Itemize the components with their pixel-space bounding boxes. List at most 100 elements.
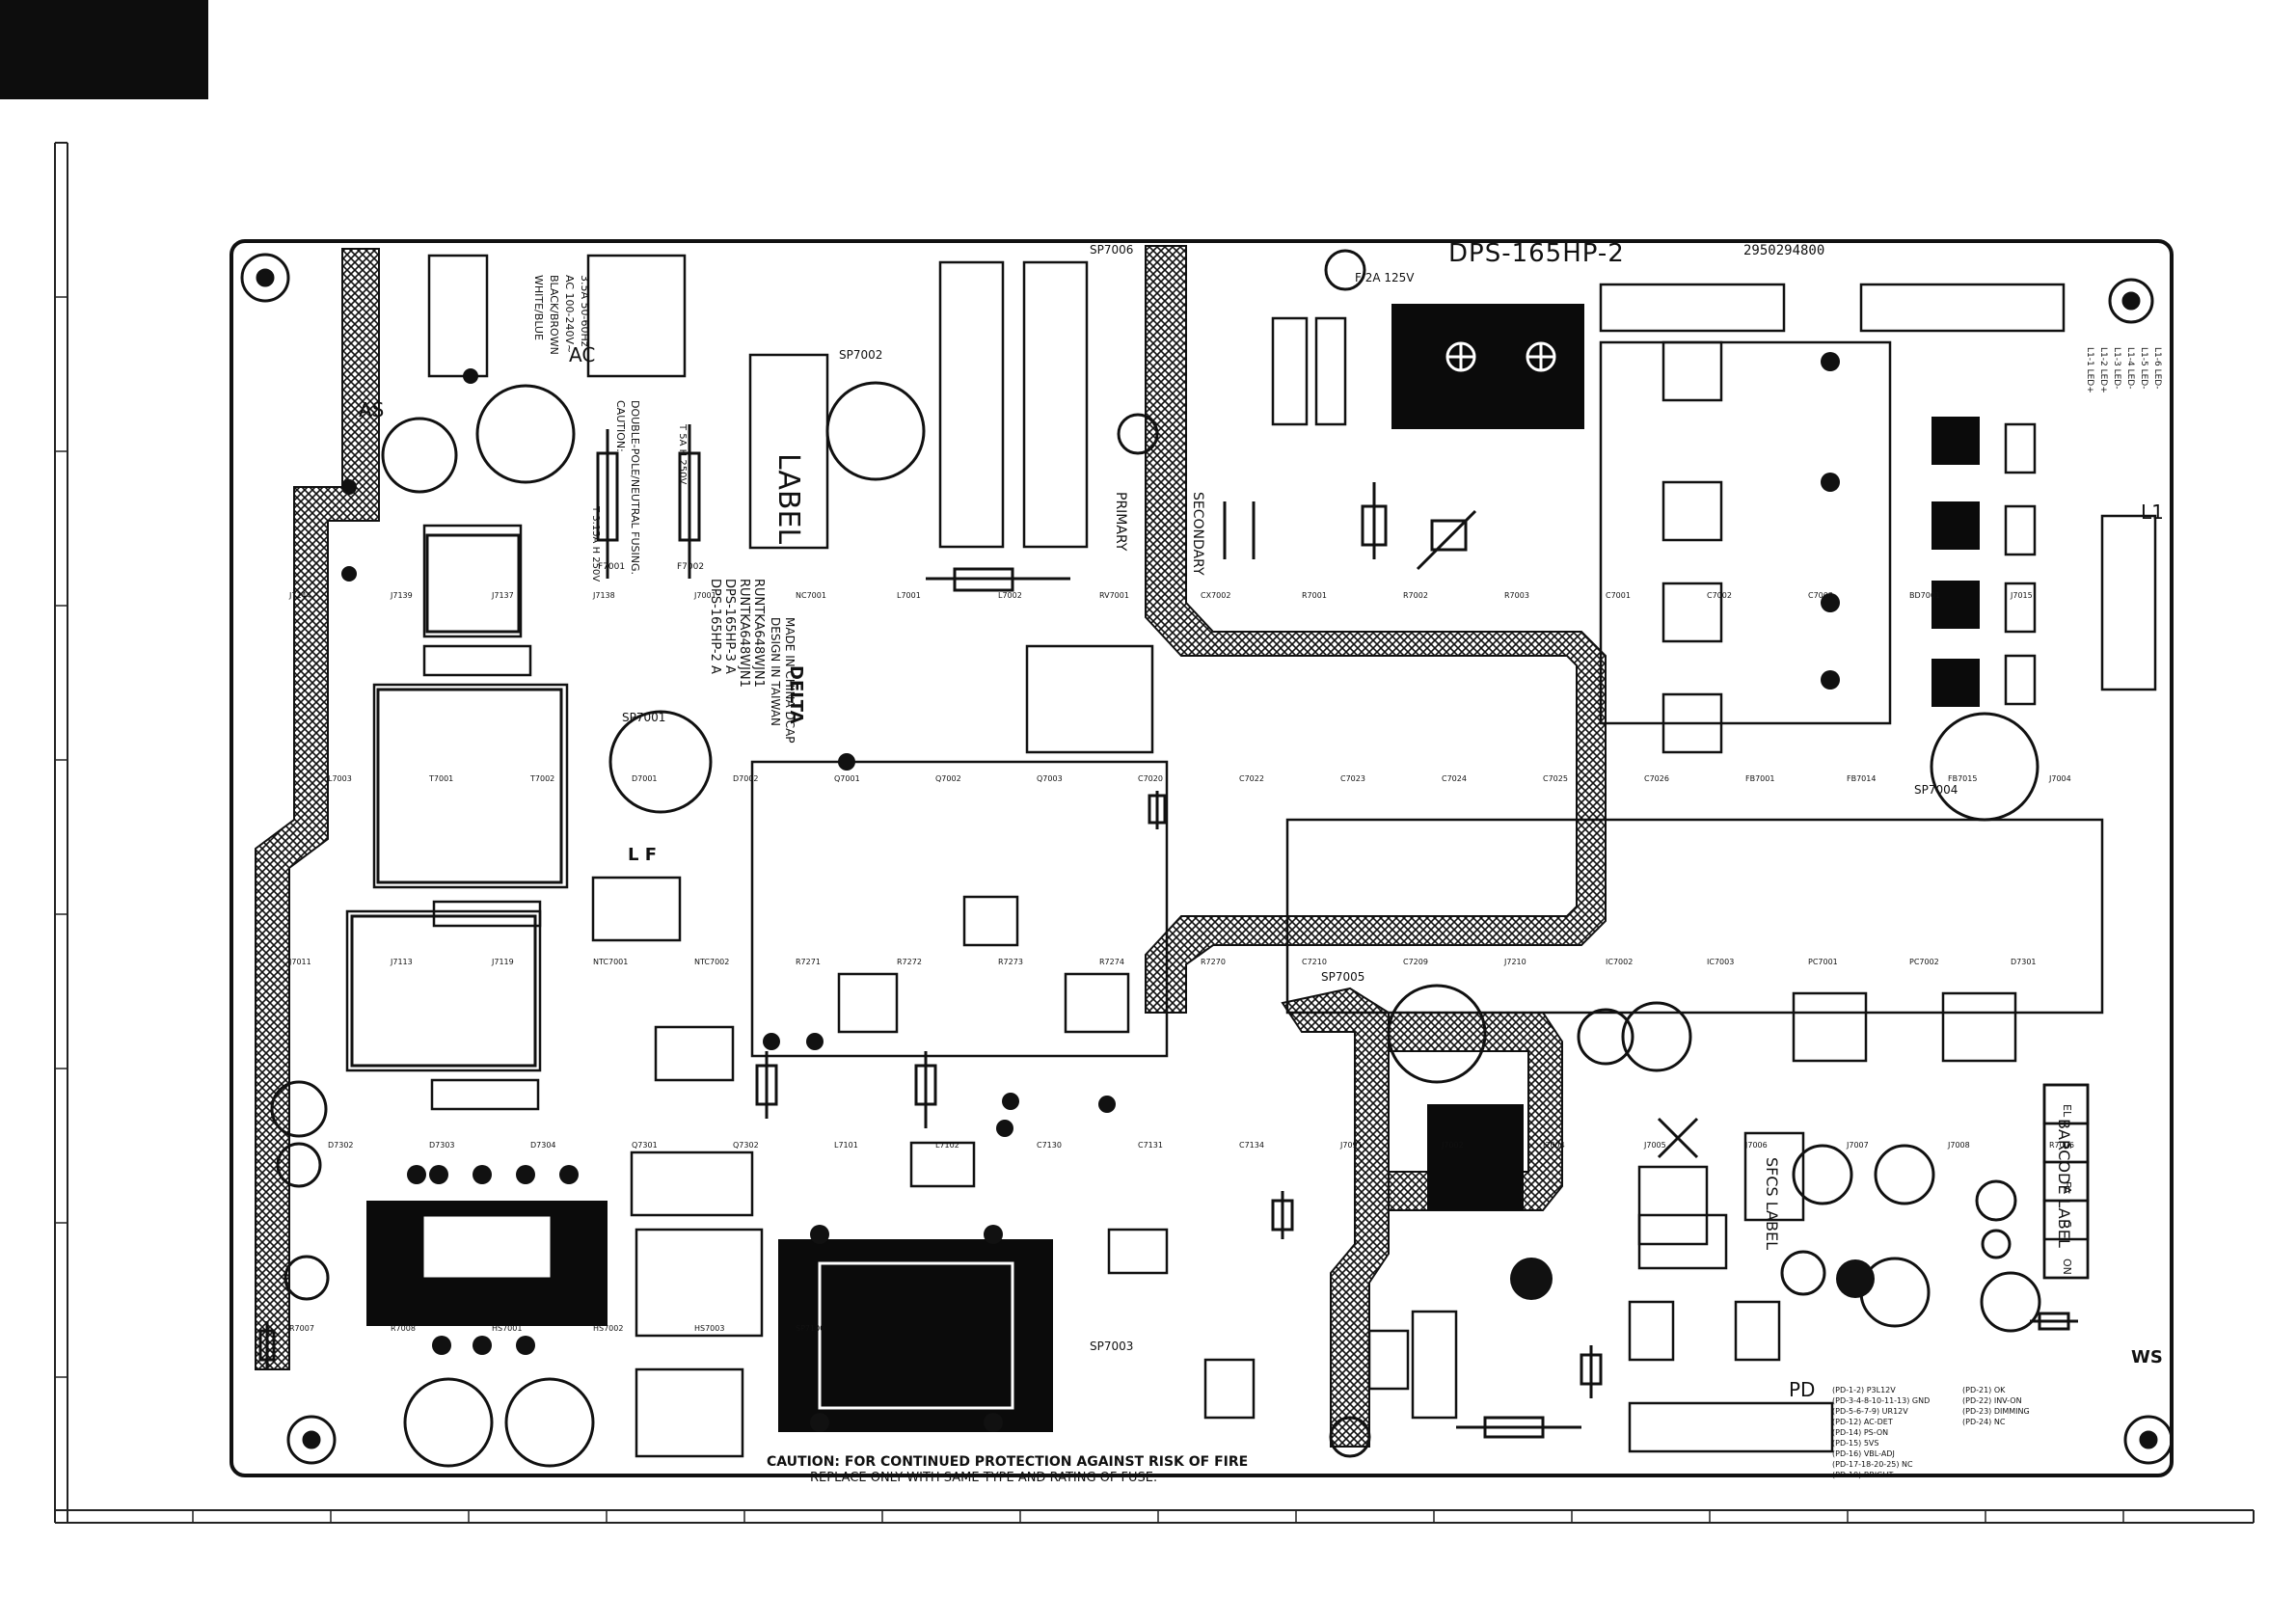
made-in-note: DESIGN IN TAIWAN — [769, 617, 782, 726]
component-ref: Q7002 — [935, 774, 961, 783]
component-ref: J7210 — [1503, 958, 1526, 966]
fuse-caution-note: DOUBLE-POLE/NEUTRAL FUSING. — [629, 400, 641, 575]
l1-pin-line: L1-1 LED+ — [2085, 347, 2094, 393]
caution-line-2: REPLACE ONLY WITH SAME TYPE AND RATING O… — [810, 1471, 1157, 1485]
component-ref: D7002 — [733, 774, 759, 783]
component-ref: C7025 — [1543, 774, 1568, 783]
variant-note: DPS-165HP-2 A — [708, 579, 722, 674]
pd-pin-line: (PD-17-18-20-25) NC — [1832, 1460, 1913, 1469]
component-outlines — [345, 254, 2157, 1458]
component-ref: J7002 — [1441, 1141, 1464, 1150]
input-note: WHITE/BLUE — [532, 275, 545, 340]
solder-pads — [341, 352, 1875, 1432]
pd-pinout-list: (PD-1-2) P3L12V(PD-3-4-8-10-11-13) GND(P… — [1832, 1386, 2030, 1479]
component-ref: C7022 — [1239, 774, 1264, 783]
component-ref: D7302 — [328, 1141, 354, 1150]
pd-pin-line: (PD-14) PS-ON — [1832, 1428, 1888, 1437]
l1-pin-line: L1-2 LED+ — [2098, 347, 2108, 393]
component-ref: R7002 — [1403, 591, 1428, 600]
component-ref: R7271 — [796, 958, 821, 966]
component-ref: R7006 — [2049, 1141, 2074, 1150]
pd-text: PD — [1789, 1378, 1815, 1401]
component-ref: J7006 — [1744, 1141, 1768, 1150]
component-ref: HS7001 — [492, 1324, 522, 1333]
component-ref: J7091 — [1339, 1141, 1363, 1150]
component-ref: C7130 — [1037, 1141, 1062, 1150]
component-ref: L7003 — [328, 774, 352, 783]
component-ref: R7001 — [1302, 591, 1327, 600]
component-ref: Q7301 — [632, 1141, 658, 1150]
label-box-text: LABEL — [771, 453, 805, 544]
component-ref: D7001 — [632, 774, 658, 783]
component-ref: C7210 — [1302, 958, 1327, 966]
component-ref: J7007 — [1846, 1141, 1869, 1150]
part-number-text: 2950294800 — [1743, 243, 1824, 258]
board-text: DPS-165HP-2 2950294800 F 2A 125V CAUTION… — [359, 239, 2164, 1485]
component-ref: PC7002 — [1909, 958, 1939, 966]
component-ref: Q7001 — [834, 774, 860, 783]
component-ref: L7101 — [834, 1141, 858, 1150]
component-ref: D7303 — [429, 1141, 455, 1150]
spark-gap-label: SP7003 — [1090, 1340, 1133, 1353]
sfcs-label-text: SFCS LABEL — [1763, 1157, 1781, 1250]
component-ref: SP7100 — [796, 1324, 824, 1333]
l1-pinout-list: L1-1 LED+L1-2 LED+L1-3 LED-L1-4 LED-L1-5… — [2085, 347, 2162, 393]
component-ref: J7001 — [693, 591, 716, 600]
made-in-note: MADE IN CHINA DCAP — [783, 617, 797, 744]
component-ref: J7144 — [288, 591, 311, 600]
variant-note: DPS-165HP-3 A — [722, 579, 737, 674]
component-ref: T7002 — [529, 774, 554, 783]
component-ref: IC7002 — [1606, 958, 1633, 966]
component-ref: C7023 — [1340, 774, 1365, 783]
fuse-ref: F7002 — [677, 562, 704, 572]
component-ref: FB7015 — [1948, 774, 1977, 783]
board-outline — [230, 239, 2174, 1477]
component-ref: J7137 — [491, 591, 514, 600]
component-ref: C7131 — [1138, 1141, 1163, 1150]
component-ref: C7026 — [1644, 774, 1669, 783]
component-ref: NTC7002 — [694, 958, 729, 966]
fuse-caution-note: CAUTION: — [614, 400, 627, 452]
l1-text: L1 — [2141, 501, 2164, 524]
barcode-label-text: BARCODE LABEL — [2055, 1119, 2073, 1248]
pd-pin-line: (PD-22) INV-ON — [1962, 1396, 2022, 1405]
right-label-cell: EL — [2061, 1104, 2073, 1118]
right-label-cell: FA — [2061, 1181, 2073, 1194]
input-note: BLACK/BROWN — [548, 275, 560, 355]
component-ref: J7138 — [592, 591, 615, 600]
component-ref: D7304 — [530, 1141, 556, 1150]
component-ref: R7007 — [289, 1324, 314, 1333]
fuse-rating-note: T 3.15A H 250V — [590, 505, 601, 582]
component-ref: NC7001 — [796, 591, 826, 600]
component-ref: FB7001 — [1745, 774, 1774, 783]
component-ref: RV7001 — [1099, 591, 1129, 600]
pd-pin-line: (PD-16) VBL-ADJ — [1832, 1449, 1895, 1458]
component-ref: J7113 — [390, 958, 413, 966]
component-ref: J7015 — [2010, 591, 2033, 600]
spark-gap-label: SP7002 — [839, 348, 882, 362]
model-number-text: DPS-165HP-2 — [1448, 239, 1625, 268]
capacitors — [270, 381, 2041, 1468]
spark-gap-label: SP7005 — [1321, 970, 1364, 984]
component-ref: C7134 — [1239, 1141, 1264, 1150]
mounting-holes — [240, 249, 2174, 1465]
component-ref: Q7302 — [733, 1141, 759, 1150]
right-label-cell: C — [2061, 1220, 2073, 1228]
l1-pin-line: L1-3 LED- — [2112, 347, 2121, 389]
l1-pin-line: L1-5 LED- — [2139, 347, 2148, 389]
component-ref: IC7003 — [1707, 958, 1734, 966]
component-ref: C7024 — [1442, 774, 1467, 783]
secondary-text: SECONDARY — [1190, 492, 1205, 576]
component-ref: L7001 — [897, 591, 921, 600]
pd-pin-line: (PD-1-2) P3L12V — [1832, 1386, 1896, 1394]
ac-text: AC — [569, 343, 595, 366]
pd-pin-line: (PD-24) NC — [1962, 1418, 2006, 1426]
as-text: AS — [359, 398, 384, 421]
spark-gap-label: SP7001 — [622, 711, 665, 724]
component-ref: L7002 — [998, 591, 1022, 600]
component-ref: T7001 — [428, 774, 453, 783]
pd-pin-line: (PD-15) 5VS — [1832, 1439, 1878, 1448]
